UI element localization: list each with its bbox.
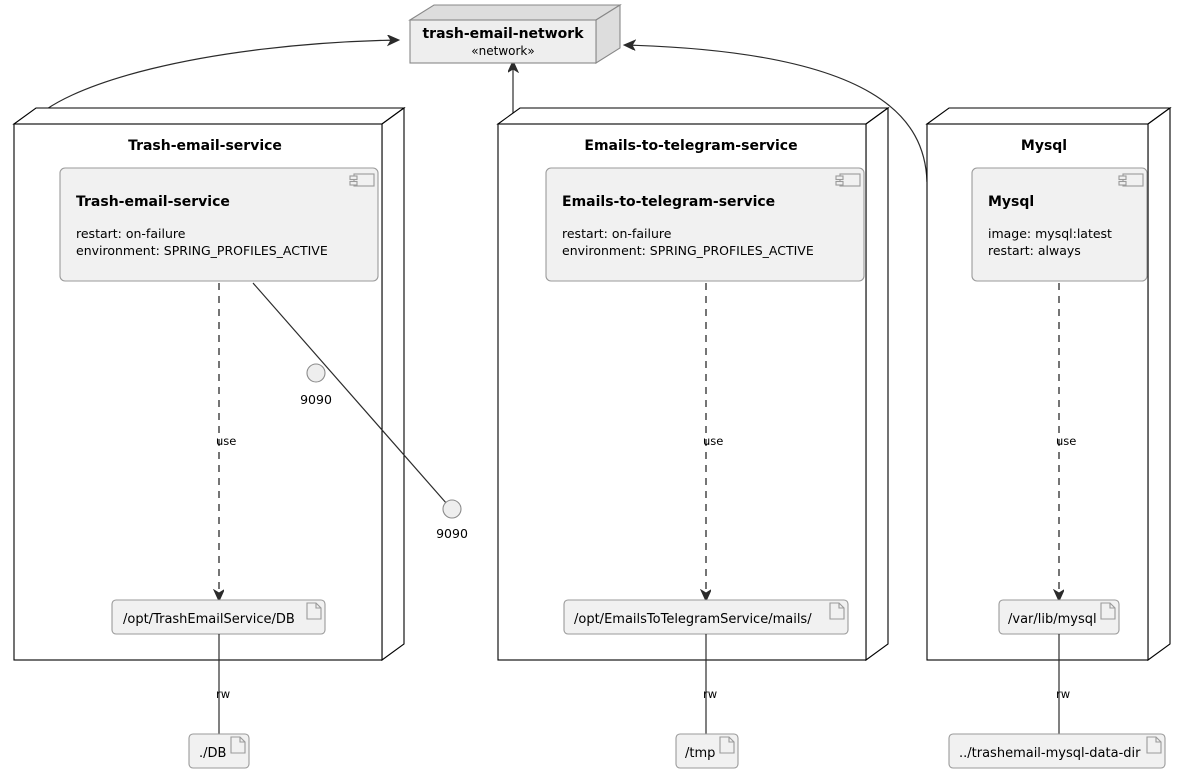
network-node-top-face bbox=[408, 4, 622, 21]
host-artifact-trashemail-mysql-data-dir-box bbox=[948, 733, 1166, 769]
node-mysql-title: Mysql bbox=[1021, 138, 1067, 154]
document-icon bbox=[829, 602, 845, 620]
port-9090-label-lower: 9090 bbox=[436, 526, 468, 541]
component-emails-to-telegram-service[interactable]: Emails-to-telegram-service restart: on-f… bbox=[545, 167, 865, 282]
artifact-var-lib-mysql[interactable]: /var/lib/mysql bbox=[998, 599, 1120, 635]
edge-mysql-to-network bbox=[625, 45, 928, 183]
edge-label-use-mysql: use bbox=[1056, 434, 1076, 448]
component-icon bbox=[1118, 173, 1144, 187]
document-icon bbox=[306, 602, 322, 620]
component-trash-email-service-name: Trash-email-service bbox=[76, 194, 230, 210]
port-9090-ball-upper[interactable] bbox=[306, 363, 326, 383]
node-mysql-top-face bbox=[925, 107, 1172, 125]
component-emails-to-telegram-service-name: Emails-to-telegram-service bbox=[562, 194, 775, 210]
port-9090-ball-lower[interactable] bbox=[442, 499, 462, 519]
component-emails-to-telegram-service-attr-1: environment: SPRING_PROFILES_ACTIVE bbox=[562, 243, 814, 258]
component-icon bbox=[349, 173, 375, 187]
component-mysql-attr-0: image: mysql:latest bbox=[988, 226, 1112, 241]
component-trash-email-service-box bbox=[59, 167, 379, 282]
component-trash-email-service[interactable]: Trash-email-service restart: on-failure … bbox=[59, 167, 379, 282]
component-trash-email-service-attr-0: restart: on-failure bbox=[76, 226, 186, 241]
node-trash-email-service-side-face bbox=[381, 106, 405, 662]
component-mysql-name: Mysql bbox=[988, 194, 1034, 210]
artifact-var-lib-mysql-label: /var/lib/mysql bbox=[1008, 612, 1097, 627]
edge-label-rw-db: rw bbox=[216, 687, 230, 701]
component-mysql[interactable]: Mysql image: mysql:latest restart: alway… bbox=[971, 167, 1148, 282]
component-mysql-attr-1: restart: always bbox=[988, 243, 1081, 258]
host-artifact-db[interactable]: rw ./DB bbox=[188, 634, 250, 769]
component-emails-to-telegram-service-attr-0: restart: on-failure bbox=[562, 226, 672, 241]
edge-label-use-emails-to-telegram-service: use bbox=[703, 434, 723, 448]
component-trash-email-service-attr-1: environment: SPRING_PROFILES_ACTIVE bbox=[76, 243, 328, 258]
host-artifact-tmp-label: /tmp bbox=[685, 746, 715, 761]
network-node[interactable]: trash-email-network «network» bbox=[408, 4, 622, 64]
node-trash-email-service-top-face bbox=[12, 107, 406, 125]
edge-label-rw-mysql: rw bbox=[1056, 687, 1070, 701]
node-emails-to-telegram-service-top-face bbox=[496, 107, 890, 125]
artifact-trash-email-service-db-label: /opt/TrashEmailService/DB bbox=[123, 612, 295, 627]
component-mysql-box bbox=[971, 167, 1148, 282]
node-emails-to-telegram-service-side-face bbox=[865, 106, 889, 662]
node-trash-email-service-title: Trash-email-service bbox=[128, 138, 282, 154]
document-icon bbox=[719, 736, 735, 754]
port-9090-label-upper: 9090 bbox=[300, 392, 332, 407]
node-trash-email-service[interactable]: Trash-email-service Trash-email-service … bbox=[12, 106, 468, 662]
network-node-front-face bbox=[409, 19, 597, 64]
host-artifact-trashemail-mysql-data-dir[interactable]: rw ../trashemail-mysql-data-dir bbox=[948, 634, 1166, 769]
artifact-trash-email-service-db[interactable]: /opt/TrashEmailService/DB bbox=[111, 599, 326, 635]
node-emails-to-telegram-service-title: Emails-to-telegram-service bbox=[584, 138, 797, 154]
node-emails-to-telegram-service[interactable]: Emails-to-telegram-service Emails-to-tel… bbox=[496, 106, 890, 662]
component-icon bbox=[835, 173, 861, 187]
document-icon bbox=[230, 736, 246, 754]
artifact-emails-to-telegram-mails-label: /opt/EmailsToTelegramService/mails/ bbox=[574, 612, 812, 627]
edge-port-9090-line bbox=[252, 282, 448, 505]
edge-label-use-trash-email-service: use bbox=[216, 434, 236, 448]
node-mysql[interactable]: Mysql Mysql image: mysql:latest restart:… bbox=[925, 106, 1172, 662]
artifact-emails-to-telegram-mails[interactable]: /opt/EmailsToTelegramService/mails/ bbox=[563, 599, 849, 635]
edge-label-rw-tmp: rw bbox=[703, 687, 717, 701]
document-icon bbox=[1146, 736, 1162, 754]
network-node-title: trash-email-network bbox=[422, 26, 584, 42]
component-emails-to-telegram-service-box bbox=[545, 167, 865, 282]
network-node-stereotype: «network» bbox=[471, 44, 534, 58]
host-artifact-trashemail-mysql-data-dir-label: ../trashemail-mysql-data-dir bbox=[959, 746, 1141, 761]
host-artifact-tmp[interactable]: rw /tmp bbox=[675, 634, 739, 769]
node-mysql-side-face bbox=[1147, 106, 1171, 662]
host-artifact-db-label: ./DB bbox=[199, 746, 226, 761]
document-icon bbox=[1100, 602, 1116, 620]
